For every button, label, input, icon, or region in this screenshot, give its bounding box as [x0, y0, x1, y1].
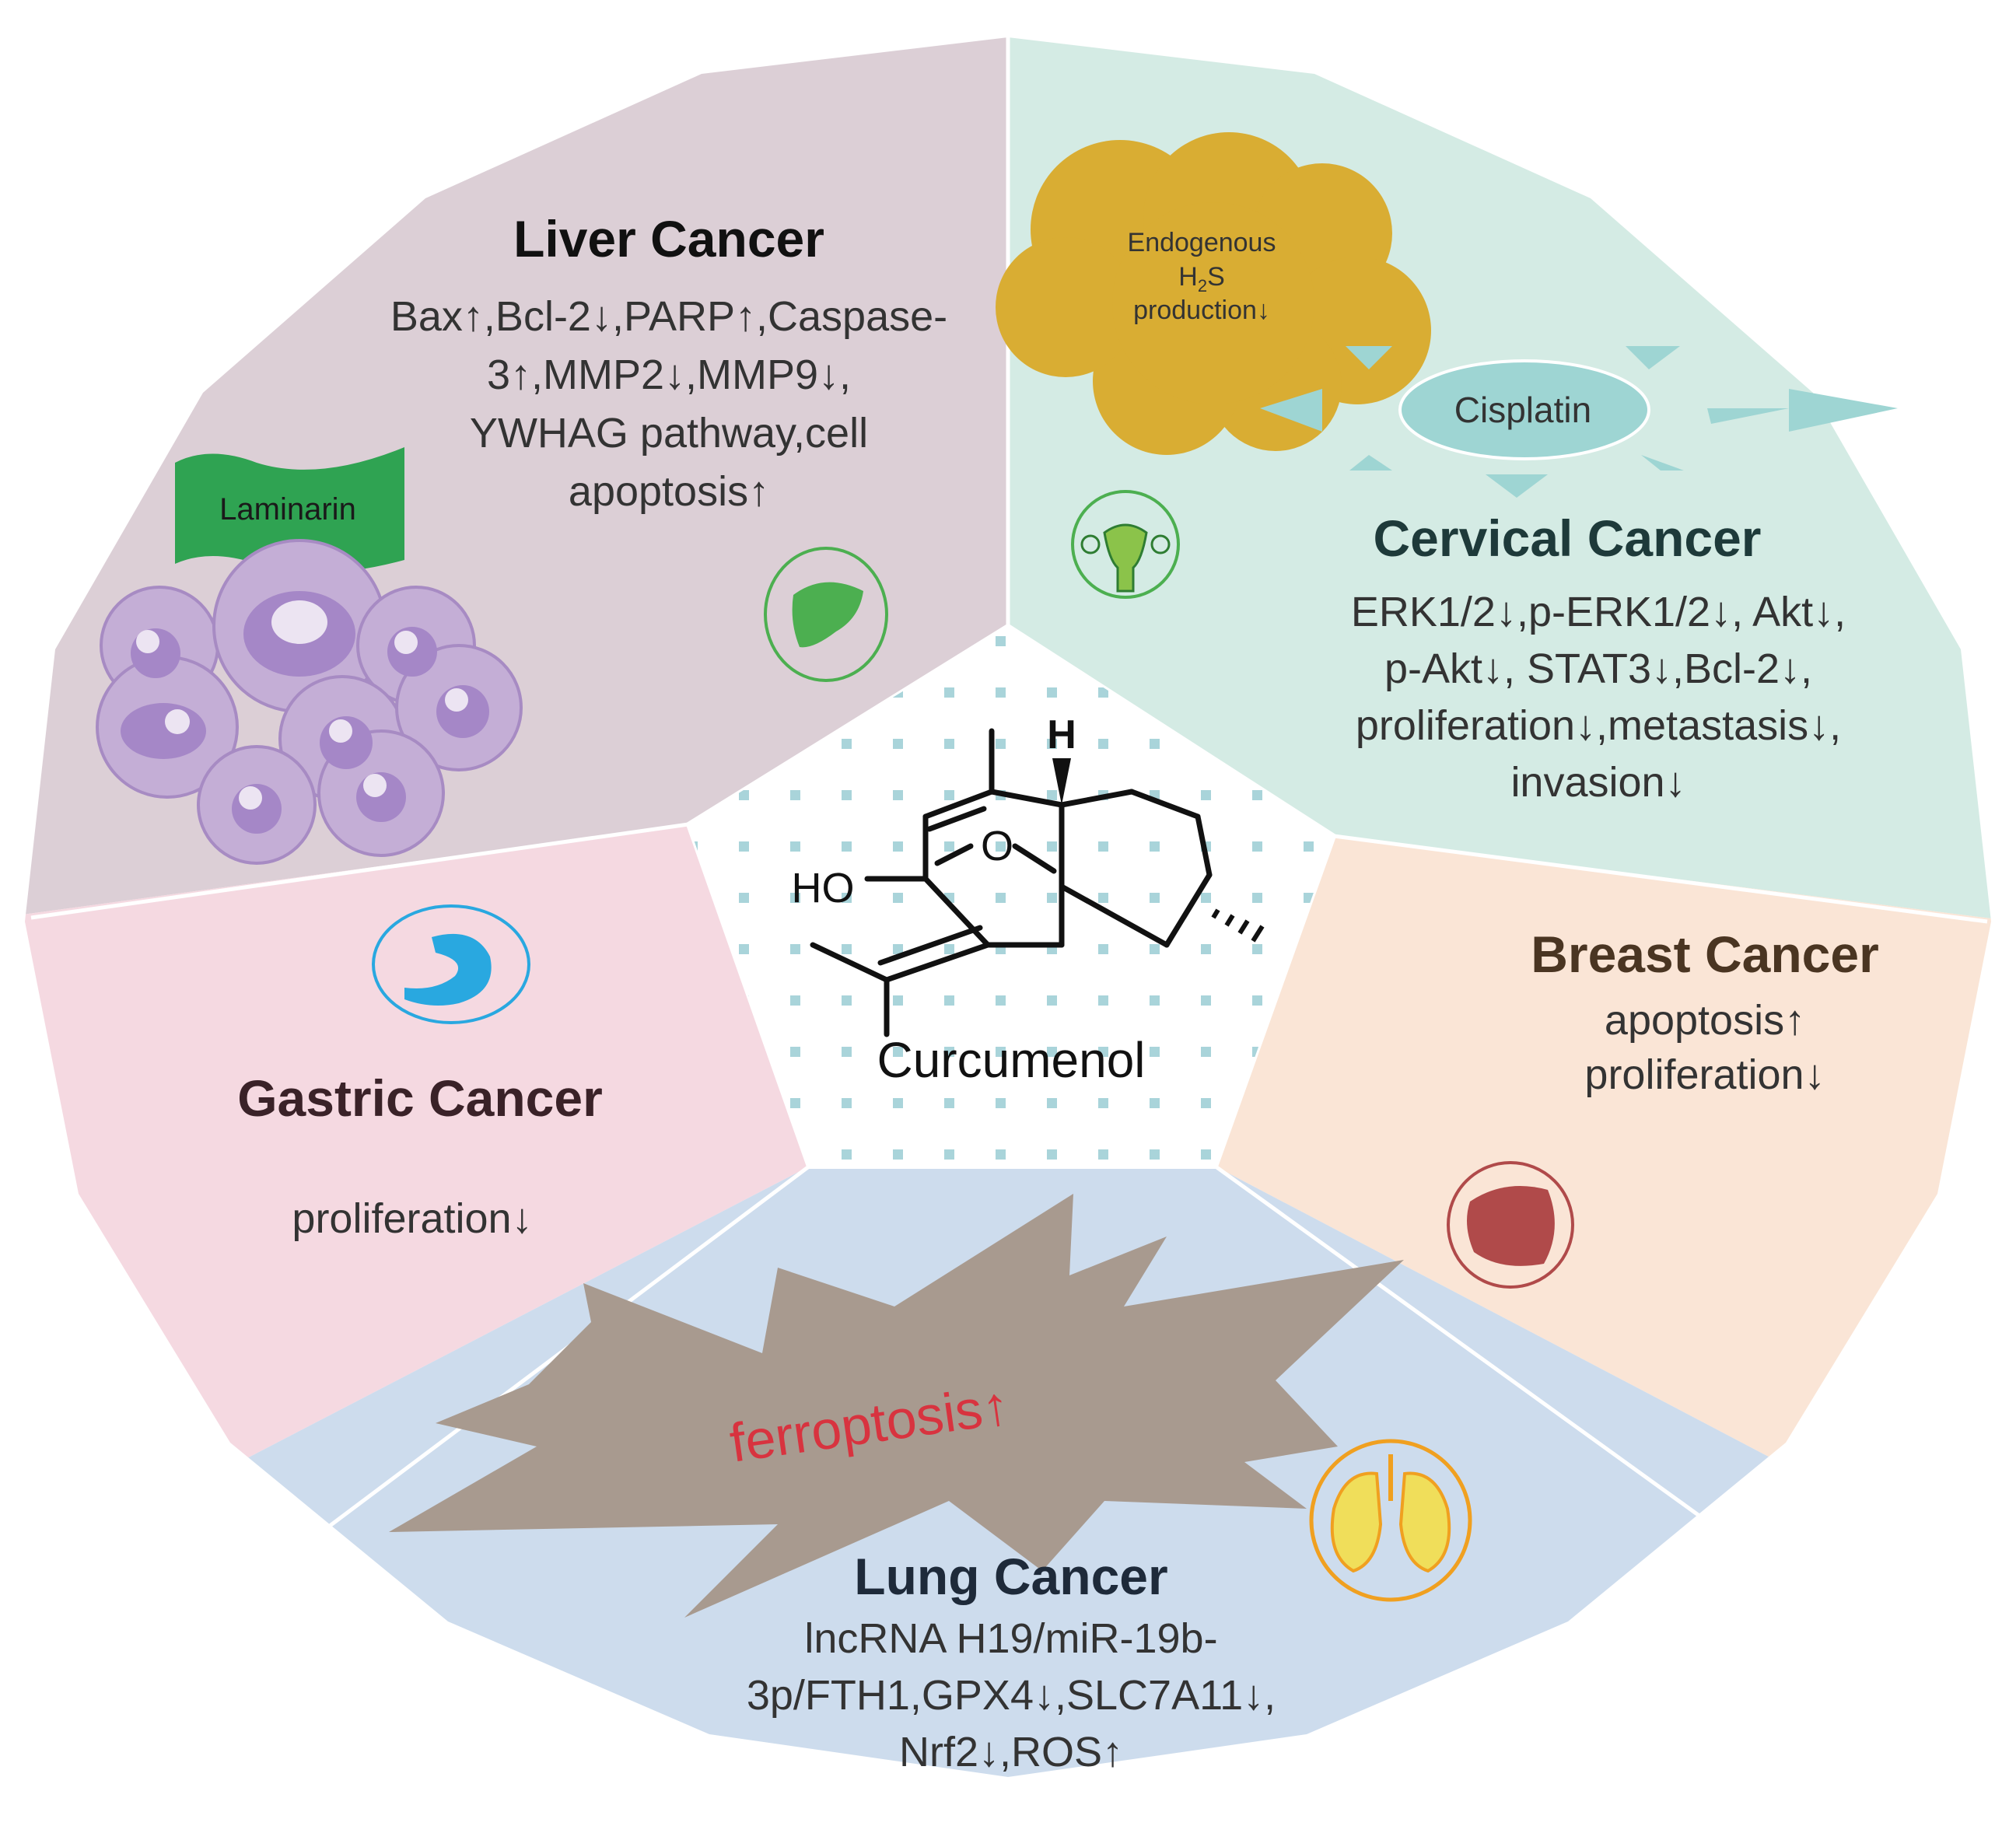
- breast-section: Breast Cancer apoptosis↑ proliferation↓: [1447, 925, 1879, 1289]
- breast-line-2: proliferation↓: [1584, 1051, 1825, 1098]
- ferroptosis-burst: [389, 1194, 1404, 1618]
- liver-line-3: YWHAG pathway,cell: [470, 410, 868, 456]
- liver-line-1: Bax↑,Bcl-2↓,PARP↑,Caspase-: [390, 293, 947, 340]
- cancer-cells-illustration: [96, 539, 523, 865]
- laminarin-label: Laminarin: [219, 492, 356, 526]
- curcumenol-structure: [810, 728, 1213, 1037]
- gastric-line-1: proliferation↓: [292, 1195, 532, 1242]
- laminarin-banner: Laminarin: [175, 447, 404, 573]
- cervical-title: Cervical Cancer: [1374, 509, 1762, 567]
- stomach-icon: [372, 904, 530, 1024]
- atom-h-label: H: [1047, 712, 1076, 757]
- liver-line-4: apoptosis↑: [569, 468, 769, 515]
- atom-ho-label: HO: [792, 865, 855, 911]
- liver-title: Liver Cancer: [513, 210, 824, 268]
- cervical-line-1: ERK1/2↓,p-ERK1/2↓, Akt↓,: [1351, 589, 1846, 635]
- gastric-section: Gastric Cancer proliferation↓: [237, 904, 603, 1242]
- compound-name: Curcumenol: [877, 1032, 1145, 1088]
- atom-o-label: O: [981, 823, 1013, 869]
- h2s-cloud: [996, 132, 1431, 455]
- lung-section: ferroptosis↑ Lung Cancer lncRNA H19/miR-…: [389, 1194, 1472, 1775]
- lungs-icon: [1309, 1439, 1472, 1602]
- breast-icon: [1447, 1161, 1574, 1289]
- lung-title: Lung Cancer: [854, 1548, 1167, 1605]
- cervical-section: Endogenous H2S production↓ Cisplatin Cer…: [996, 132, 1898, 806]
- cisplatin-badge: [1260, 346, 1898, 498]
- liver-section: Liver Cancer Bax↑,Bcl-2↓,PARP↑,Caspase- …: [96, 210, 947, 865]
- liver-line-2: 3↑,MMP2↓,MMP9↓,: [487, 352, 851, 398]
- wedge-bond: [1052, 758, 1071, 805]
- uterus-icon: [1071, 490, 1180, 599]
- lung-line-1: lncRNA H19/miR-19b-: [804, 1615, 1217, 1662]
- h2s-cloud-line-2: H2S: [1178, 262, 1225, 296]
- center-dot-pattern: [688, 626, 1334, 1167]
- lung-line-3: Nrf2↓,ROS↑: [899, 1729, 1123, 1775]
- h2s-cloud-line-1: Endogenous: [1128, 228, 1276, 257]
- hash-bond: [1211, 908, 1265, 943]
- breast-title: Breast Cancer: [1531, 925, 1879, 983]
- gastric-segment: [25, 824, 809, 1586]
- cervical-line-2: p-Akt↓, STAT3↓,Bcl-2↓,: [1384, 645, 1812, 692]
- liver-icon: [764, 547, 888, 682]
- cervical-line-4: invasion↓: [1510, 759, 1685, 806]
- lung-line-2: 3p/FTH1,GPX4↓,SLC7A11↓,: [747, 1672, 1276, 1719]
- gastric-title: Gastric Cancer: [237, 1069, 603, 1127]
- breast-line-1: apoptosis↑: [1605, 997, 1805, 1044]
- cervical-line-3: proliferation↓,metastasis↓,: [1356, 702, 1841, 749]
- cisplatin-label: Cisplatin: [1454, 390, 1591, 430]
- h2s-cloud-line-3: production↓: [1133, 296, 1270, 325]
